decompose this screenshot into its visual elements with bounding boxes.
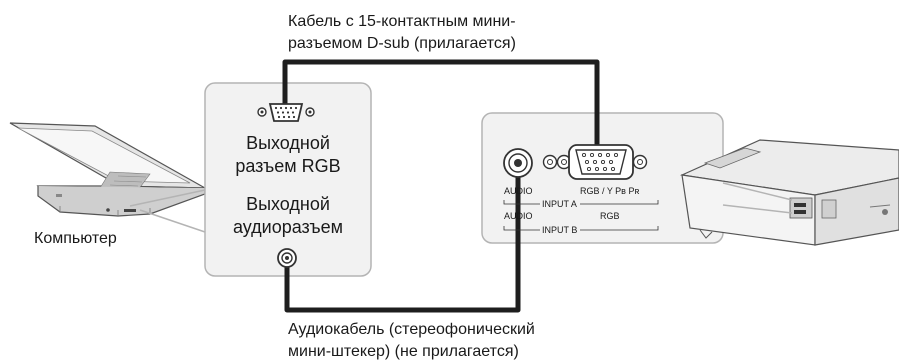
vga-port-icon xyxy=(257,103,315,122)
projector-audio-jack-icon xyxy=(503,148,533,178)
projector-small-jack-icon xyxy=(542,154,558,170)
vga-cable xyxy=(282,59,600,147)
projector-port-leader-2 xyxy=(722,204,793,214)
rgb-output-label-line1: Выходной xyxy=(246,133,330,153)
rgb-output-label-line2: разъем RGB xyxy=(235,156,340,176)
laptop-port-leader-2 xyxy=(139,209,206,233)
audio-jack-icon xyxy=(277,248,297,268)
projector-icon xyxy=(679,139,899,246)
top-caption-line2: разъемом D-sub (прилагается) xyxy=(288,35,516,52)
laptop-icon xyxy=(9,122,206,217)
top-caption-line1: Кабель с 15-контактным мини- xyxy=(288,13,516,30)
projector-port-leader xyxy=(722,182,793,201)
projector-panel-brackets xyxy=(503,200,659,231)
projector-vga-port-icon xyxy=(556,144,648,180)
projector-input-b-label: INPUT B xyxy=(542,225,577,235)
laptop-port-leader xyxy=(129,189,206,207)
projector-audio-a-label: AUDIO xyxy=(504,186,533,196)
computer-label: Компьютер xyxy=(34,230,117,247)
bottom-caption-line2: мини-штекер) (не прилагается) xyxy=(288,343,519,360)
projector-input-a-label: INPUT A xyxy=(542,199,577,209)
bottom-caption-line1: Аудиокабель (стереофонический xyxy=(288,321,535,338)
audio-output-label-line2: аудиоразъем xyxy=(233,217,343,237)
projector-rgb-b-label: RGB xyxy=(600,211,620,221)
projector-rgb-ypbpr-label: RGB / Y Pв Pʀ xyxy=(580,186,639,196)
audio-cable xyxy=(284,163,521,313)
projector-audio-b-label: AUDIO xyxy=(504,211,533,221)
audio-output-label-line1: Выходной xyxy=(246,194,330,214)
